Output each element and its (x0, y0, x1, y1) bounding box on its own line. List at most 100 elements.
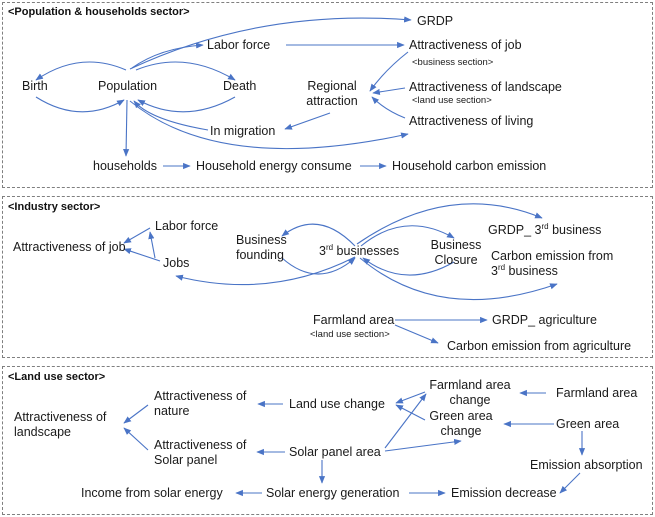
link-solar-farmlandchange (384, 393, 427, 449)
note-land-use-section: <land use section> (412, 95, 492, 106)
note-land-use-section-industry: <land use section> (310, 329, 390, 340)
node-death: Death (223, 79, 257, 93)
node-business-founding: Business founding (236, 233, 287, 263)
node-attractiveness-of-job-industry: Attractiveness of job (13, 240, 126, 254)
node-attractiveness-of-nature: Attractiveness of nature (154, 389, 246, 419)
node-emission-absorption: Emission absorption (530, 458, 643, 472)
link-attrliving-regional (371, 96, 406, 119)
carbon-3rd-sup: rd (497, 262, 506, 272)
link-attrlandscape-regional (372, 87, 406, 95)
node-carbon-emission-agriculture: Carbon emission from agriculture (447, 339, 632, 353)
node-green-area-change: Green area change (423, 409, 499, 439)
link-birth-population (35, 96, 125, 113)
attr-solar-line1: Attractiveness of (154, 438, 247, 452)
link-farmland-carbonagri (394, 324, 439, 344)
node-attractiveness-of-landscape-landuse: Attractiveness of landscape (14, 410, 106, 440)
node-grdp-agriculture: GRDP_ agriculture (492, 313, 597, 327)
third-businesses-text: businesses (333, 244, 400, 258)
node-land-use-change: Land use change (289, 397, 385, 411)
attr-nature-line1: Attractiveness of (154, 389, 247, 403)
node-jobs: Jobs (163, 256, 190, 270)
industry-sector-title: <Industry sector> (8, 201, 101, 213)
link-population-grdp (129, 16, 412, 70)
link-3rd-grdp3rd (356, 203, 543, 245)
grdp-3rd-sup: rd (541, 221, 549, 231)
link-jobs-attrjob (123, 248, 161, 262)
regional-attraction-line2: attraction (306, 94, 358, 108)
node-income-from-solar-energy: Income from solar energy (81, 486, 223, 500)
link-solarattr-landscape (123, 427, 149, 451)
node-regional-attraction: Regional attraction (300, 79, 364, 109)
link-founding-3rd (281, 257, 356, 275)
link-absorption-decrease (559, 472, 581, 494)
link-jobs-laborforce (148, 231, 156, 259)
business-founding-line1: Business (236, 233, 287, 247)
business-closure-line1: Business (430, 238, 482, 252)
link-nature-landscape (123, 404, 149, 424)
node-population: Population (98, 79, 158, 93)
industry-sector-frame (2, 196, 653, 358)
note-business-section: <business section> (412, 57, 494, 68)
third-businesses-num: 3 (319, 244, 326, 258)
green-change-line1: Green area (429, 409, 493, 423)
carbon-3rd-post: business (505, 264, 558, 278)
link-3rd-jobs (175, 256, 356, 286)
third-businesses-sup: rd (325, 242, 334, 252)
attr-nature-line2: nature (154, 404, 190, 418)
attr-solar-line2: Solar panel (154, 453, 218, 467)
node-3rd-businesses: 3rd businesses (319, 242, 400, 259)
node-solar-energy-generation: Solar energy generation (266, 486, 400, 500)
node-grdp: GRDP (417, 14, 454, 28)
landuse-sector-title: <Land use sector> (8, 371, 106, 383)
node-in-migration: In migration (210, 124, 276, 138)
link-3rd-carbon3rd (359, 257, 558, 301)
farmland-change-line1: Farmland area (429, 378, 511, 392)
node-labor-force-industry: Labor force (155, 219, 219, 233)
link-population-laborforce (131, 42, 204, 69)
node-attractiveness-of-living: Attractiveness of living (409, 114, 534, 128)
grdp-3rd-pre: GRDP_ 3 (488, 223, 542, 237)
link-death-population (137, 96, 236, 113)
node-household-energy-consume: Household energy consume (196, 159, 352, 173)
attr-landscape-line1: Attractiveness of (14, 410, 107, 424)
link-regional-inmigration (284, 112, 331, 130)
population-sector-frame (2, 2, 653, 188)
node-solar-panel-area: Solar panel area (289, 445, 381, 459)
node-grdp-3rd-business: GRDP_ 3rd business (488, 221, 602, 238)
node-green-area: Green area (556, 417, 620, 431)
regional-attraction-line1: Regional (307, 79, 357, 93)
node-farmland-area-landuse: Farmland area (556, 386, 638, 400)
link-population-birth (35, 61, 127, 81)
link-solar-greenchange (384, 438, 462, 452)
node-labor-force: Labor force (207, 38, 271, 52)
green-change-line2: change (440, 424, 482, 438)
link-closure-3rd (362, 257, 455, 276)
node-emission-decrease: Emission decrease (451, 486, 557, 500)
link-attrjob-regional (369, 51, 409, 92)
node-attractiveness-of-solar-panel: Attractiveness of Solar panel (154, 438, 246, 468)
business-closure-line2: Closure (434, 253, 478, 267)
link-population-carbon (129, 100, 409, 150)
carbon-3rd-line1: Carbon emission from (491, 249, 614, 263)
link-3rd-founding (281, 223, 356, 247)
link-population-households (123, 99, 130, 157)
node-households: households (93, 159, 157, 173)
link-inmigration-population (133, 100, 209, 131)
business-founding-line2: founding (236, 248, 284, 262)
node-business-closure: Business Closure (425, 238, 487, 268)
farmland-change-line2: change (449, 393, 491, 407)
landuse-sector-frame (2, 366, 653, 515)
node-carbon-emission-3rd-business: Carbon emission from 3rd business (491, 249, 613, 279)
attr-landscape-line2: landscape (14, 425, 71, 439)
population-sector-title: <Population & households sector> (8, 6, 190, 18)
node-farmland-area-change: Farmland area change (425, 378, 515, 408)
link-greenchange-landuse (395, 404, 426, 421)
node-household-carbon-emission: Household carbon emission (392, 159, 547, 173)
grdp-3rd-post: business (548, 223, 602, 237)
carbon-3rd-num: 3 (491, 264, 498, 278)
link-population-death (135, 61, 236, 81)
node-farmland-area-industry: Farmland area (313, 313, 395, 327)
node-attractiveness-of-landscape: Attractiveness of landscape (409, 80, 562, 94)
link-3rd-closure (360, 225, 455, 247)
